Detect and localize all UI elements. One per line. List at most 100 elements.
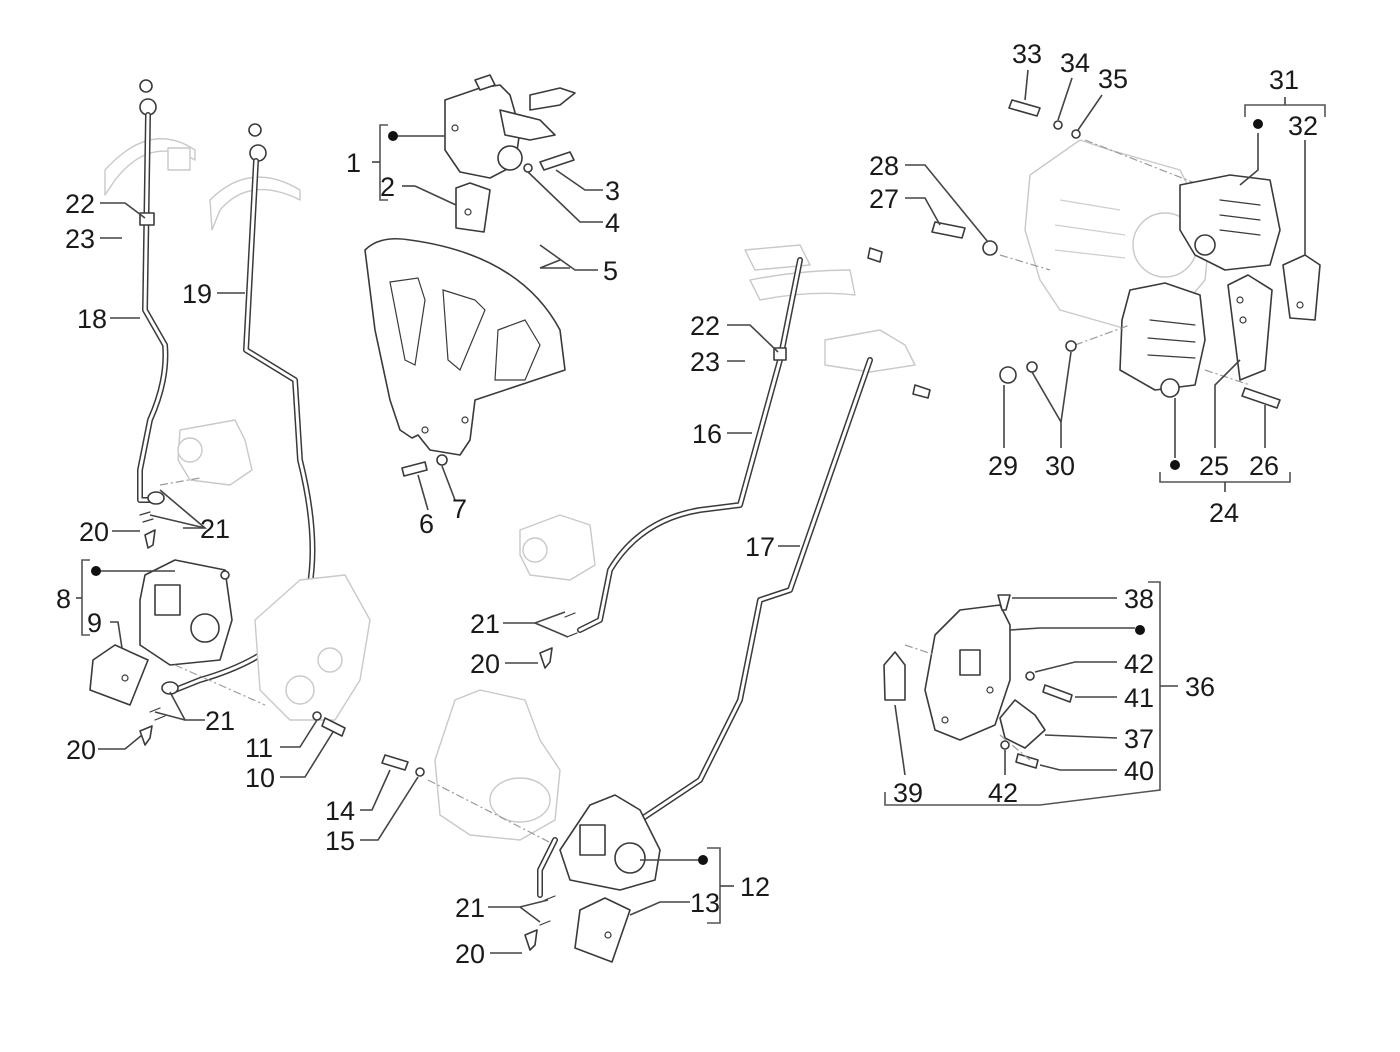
part-42-washer	[1000, 740, 1010, 750]
banjo-bolt-top	[139, 79, 153, 93]
part-25-brake-pad-lower	[1227, 274, 1273, 381]
label-2: 2	[380, 172, 395, 202]
assembly-axis	[174, 664, 266, 706]
part-7-washer	[436, 454, 448, 466]
ghost-brake-pump-center	[519, 514, 596, 581]
part-10-screw	[321, 717, 346, 737]
label-21-d: 21	[455, 893, 485, 923]
part-31-rear-caliper-upper	[1179, 174, 1281, 271]
label-15: 15	[325, 826, 355, 856]
part-40-screw	[1015, 753, 1039, 769]
part-39-reservoir	[883, 651, 906, 701]
assembly-axis	[1084, 139, 1201, 186]
part-17-brake-hose	[627, 329, 916, 843]
label-36: 36	[1185, 672, 1215, 702]
label-13: 13	[690, 888, 720, 918]
label-21-a: 21	[200, 514, 230, 544]
label-23-b: 23	[690, 347, 720, 377]
ghost-caliper-support-left	[254, 574, 371, 721]
kit-dot	[1135, 625, 1145, 635]
banjo-bolt	[539, 647, 553, 669]
ghost-caliper-support-center	[434, 689, 561, 841]
label-32: 32	[1288, 111, 1318, 141]
part-1-rear-caliper	[444, 74, 576, 179]
part-28-washer	[982, 240, 998, 256]
label-27: 27	[869, 184, 899, 214]
assembly-axis	[159, 477, 201, 486]
part-13-brake-pads-right	[574, 897, 631, 963]
label-6: 6	[419, 509, 434, 539]
label-31: 31	[1269, 65, 1299, 95]
part-34-washer	[1053, 120, 1063, 130]
banjo-eye	[147, 491, 165, 505]
label-10: 10	[245, 763, 275, 793]
part-16-brake-hose	[577, 244, 856, 633]
label-40: 40	[1124, 756, 1154, 786]
copper-washers	[564, 612, 578, 638]
label-17: 17	[745, 532, 775, 562]
label-14: 14	[325, 796, 355, 826]
label-12: 12	[740, 872, 770, 902]
ghost-master-cylinder-left	[167, 147, 191, 171]
kit-dot	[698, 855, 708, 865]
label-41: 41	[1124, 683, 1154, 713]
label-18: 18	[77, 304, 107, 334]
label-5: 5	[603, 256, 618, 286]
ghost-bolt	[912, 384, 931, 399]
label-22-b: 22	[690, 311, 720, 341]
banjo-eye	[161, 681, 179, 695]
ghost-handlebar-left	[104, 138, 196, 196]
label-3: 3	[605, 176, 620, 206]
label-26: 26	[1249, 451, 1279, 481]
kit-dot	[1170, 460, 1180, 470]
label-7: 7	[452, 494, 467, 524]
label-23-a: 23	[65, 224, 95, 254]
label-39: 39	[893, 778, 923, 808]
label-11: 11	[245, 733, 273, 763]
label-25: 25	[1199, 451, 1229, 481]
label-20-c: 20	[470, 649, 500, 679]
copper-washers	[149, 707, 166, 721]
ghost-brake-pump-left	[177, 419, 253, 486]
ghost-bolt	[867, 247, 883, 263]
part-26-pin	[1241, 387, 1281, 409]
part-number-labels: 1 2 3 4 5 6 7 8 9 10 11 12 13 14 15 16 1…	[56, 39, 1318, 969]
part-11-washer	[312, 711, 322, 721]
assembly-axis	[427, 779, 556, 846]
part-27-screw	[931, 221, 966, 239]
part-6-screw	[401, 461, 428, 477]
part-37-lever	[999, 699, 1046, 749]
leader-lines	[76, 69, 1326, 954]
part-18-brake-hose	[104, 79, 196, 505]
label-29: 29	[988, 451, 1018, 481]
copper-washers	[539, 895, 556, 926]
part-30-nut	[1065, 340, 1077, 352]
kit-dot	[91, 566, 101, 576]
part-12-front-caliper-right	[537, 794, 661, 898]
part-38-screw	[997, 594, 1011, 611]
assembly-axis	[999, 254, 1051, 271]
part-29-bolt	[999, 366, 1017, 384]
assembly-axis	[1074, 324, 1131, 346]
assembly-axis	[904, 644, 936, 656]
part-15-washer	[415, 767, 425, 777]
assembly-axis	[999, 734, 1031, 761]
label-16: 16	[692, 419, 722, 449]
part-2-brake-pad	[455, 182, 491, 233]
label-35: 35	[1098, 64, 1128, 94]
label-20-a: 20	[79, 517, 109, 547]
part-33-screw	[1008, 99, 1041, 117]
label-21-b: 21	[205, 706, 235, 736]
banjo-bolt	[139, 725, 153, 746]
label-30: 30	[1045, 451, 1075, 481]
assembly-axis	[1204, 369, 1251, 386]
banjo-bolt	[524, 929, 538, 951]
label-38: 38	[1124, 584, 1154, 614]
label-4: 4	[605, 208, 620, 238]
part-14-screw	[381, 754, 409, 771]
label-20-d: 20	[455, 939, 485, 969]
kit-markers	[91, 119, 1263, 865]
banjo-bolt	[144, 529, 156, 549]
